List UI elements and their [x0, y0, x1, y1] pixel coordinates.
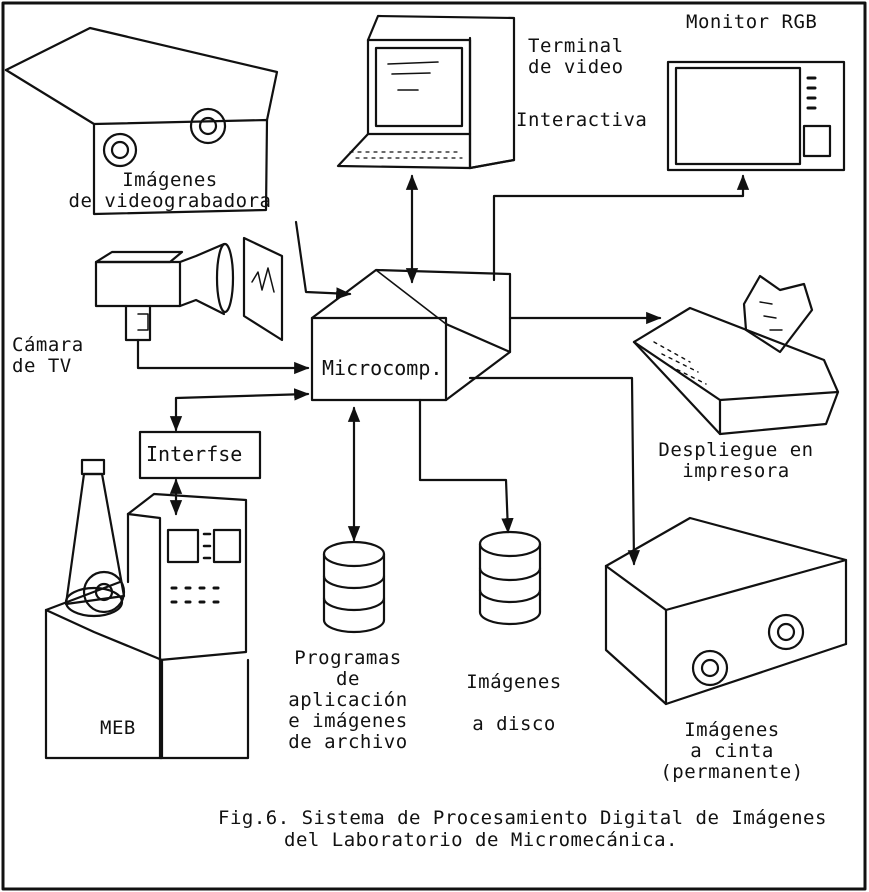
microcomputer-box [310, 268, 512, 402]
programas-label: Programas de aplicación e imágenes de ar… [288, 647, 408, 753]
printer-icon [632, 274, 840, 436]
tv-camera-icon [94, 236, 284, 342]
interface-box [138, 430, 262, 480]
camera-link [136, 338, 310, 375]
interactiva-label: Interactiva [516, 109, 648, 131]
tape-recorder-icon [604, 516, 848, 706]
rgb-monitor-icon [666, 60, 846, 172]
videograbadora-label: Imágenes de videograbadora [68, 169, 272, 212]
terminal-label: Terminal de video [528, 35, 624, 78]
tape-link [468, 376, 641, 566]
meb-microscope-icon [44, 458, 250, 760]
meb-label: MEB [100, 717, 136, 739]
camara-label: Cámara de TV [12, 334, 84, 377]
image-disk-stack-icon [478, 530, 542, 626]
vcr-icon [4, 26, 279, 216]
disk-link [418, 398, 514, 534]
microcomp-label: Microcomp. [322, 356, 443, 380]
terminal-icon [336, 14, 516, 170]
monitor-link [492, 174, 750, 282]
despliegue-label: Despliegue en impresora [658, 439, 814, 482]
caption-line1: Fig.6. Sistema de Procesamiento Digital … [218, 807, 827, 829]
interface-link [169, 388, 310, 432]
imagenes-disco-label: Imágenes a disco [466, 671, 562, 735]
vcr-link [294, 220, 352, 300]
interfase-label: Interfse [146, 442, 243, 466]
imagenes-cinta-label: Imágenes a cinta (permanente) [660, 719, 804, 783]
program-disk-stack-icon [322, 540, 386, 634]
monitor-label: Monitor RGB [686, 11, 818, 33]
caption-line2: del Laboratorio de Micromecánica. [284, 829, 678, 851]
connections [136, 174, 750, 566]
